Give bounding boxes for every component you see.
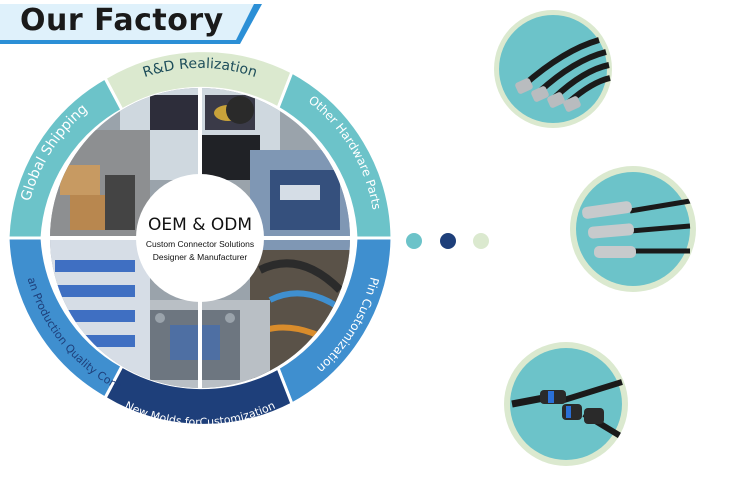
center-badge: OEM & ODM Custom Connector Solutions Des…: [136, 174, 264, 302]
segment-global-shipping: [6, 75, 125, 240]
product-circle-1: [494, 10, 612, 128]
product-circle-2: [570, 166, 696, 292]
header-banner-shape: [0, 4, 262, 44]
header-banner: Our Factory: [0, 0, 270, 44]
carousel-dot-2[interactable]: [440, 233, 456, 249]
product-image-push-pull: [576, 172, 691, 286]
ring-segments: [6, 50, 394, 427]
product-image-m-series: [499, 15, 611, 123]
carousel-dot-3[interactable]: [473, 233, 489, 249]
center-line-2: Designer & Manufacturer: [153, 252, 248, 262]
product-circle-3: [504, 342, 628, 466]
center-line-1: Custom Connector Solutions: [146, 239, 254, 249]
page-title: Our Factory: [20, 3, 224, 38]
process-wheel: OEM & ODM Custom Connector Solutions Des…: [0, 50, 394, 429]
carousel-dot-1[interactable]: [406, 233, 422, 249]
product-image-waterproof: [510, 348, 624, 460]
center-title: OEM & ODM: [148, 215, 252, 235]
